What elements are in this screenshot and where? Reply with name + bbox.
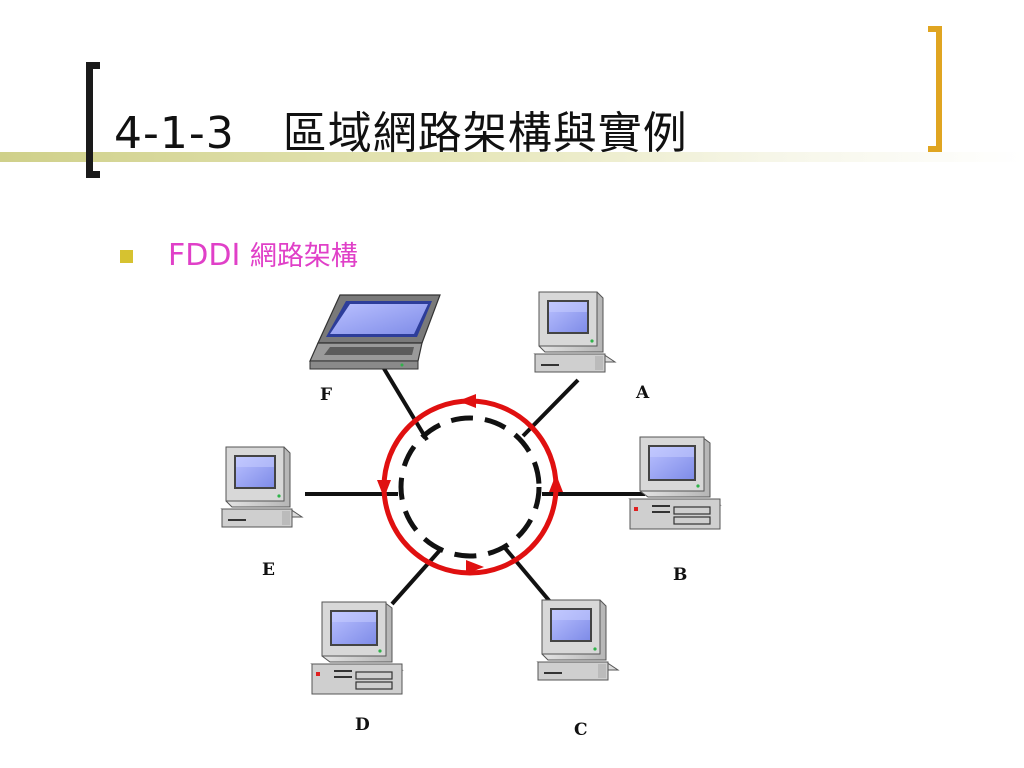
station-label-b: B (673, 565, 687, 585)
desktop-monitor-icon (534, 291, 616, 373)
station-label-d: D (355, 715, 370, 735)
left-bracket-decoration (86, 62, 100, 178)
arrow-right-icon (549, 474, 563, 492)
arrow-top-icon (458, 394, 476, 408)
station-label-a: A (635, 383, 650, 403)
primary-ring (381, 398, 559, 576)
title-number: 4-1-3 (114, 108, 235, 159)
cable-c (503, 546, 554, 606)
station-a: A (534, 291, 650, 403)
cable-d (390, 547, 443, 606)
station-f: F (309, 294, 441, 405)
bullet-item: FDDI 網路架構 (168, 236, 358, 276)
station-label-c: C (574, 720, 588, 740)
arrow-left-icon (377, 480, 391, 498)
bullet-label: 網路架構 (249, 241, 358, 272)
station-label-e: E (262, 560, 275, 580)
slide-title: 4-1-3 區域網路架構與實例 (114, 104, 688, 164)
title-underline-band (0, 152, 1024, 162)
station-b: B (629, 436, 721, 585)
bullet-square-icon (120, 250, 133, 263)
secondary-ring (398, 415, 542, 559)
right-bracket-decoration (928, 26, 942, 152)
station-label-f: F (320, 385, 332, 405)
station-c: C (537, 599, 619, 740)
desktop-tower-icon (629, 436, 721, 530)
ring-direction-arrows (377, 394, 563, 574)
station-e: E (221, 446, 303, 580)
desktop-monitor-icon (537, 599, 619, 681)
station-d: D (311, 601, 403, 735)
desktop-monitor-icon (221, 446, 303, 528)
laptop-icon (309, 294, 441, 370)
title-text: 區域網路架構與實例 (282, 108, 688, 159)
cable-f (378, 360, 429, 442)
bullet-prefix: FDDI (168, 238, 241, 273)
desktop-tower-icon (311, 601, 403, 695)
arrow-bottom-icon (466, 560, 484, 574)
